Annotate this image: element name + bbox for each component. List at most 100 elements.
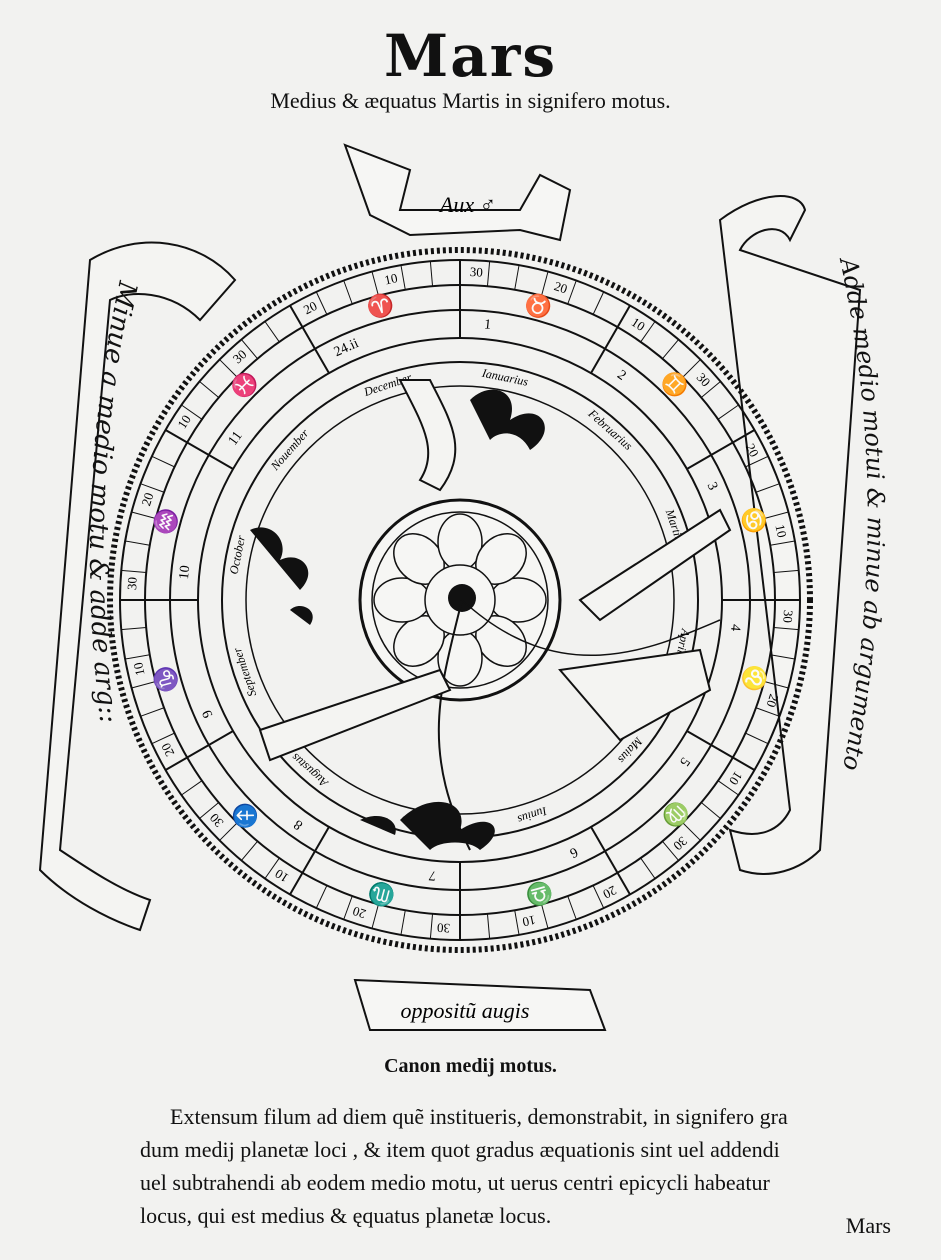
aux-banner-text: Aux ♂	[438, 192, 496, 217]
degree-label: 30	[671, 834, 691, 854]
zodiac-sign-labels: ♉♊♋♌♍♎♏♐♑♒♓♈	[150, 290, 770, 910]
pivot-hole	[448, 584, 476, 612]
zodiac-sign: ♉	[522, 290, 555, 321]
degree-label: 10	[629, 314, 648, 334]
degree-label: 10	[130, 661, 147, 677]
floral-ornaments	[250, 389, 545, 850]
degree-label: 30	[780, 610, 796, 624]
degree-tick	[151, 455, 175, 468]
degree-label: 20	[764, 692, 782, 709]
page-subtitle: Medius & æquatus Martis in signifero mot…	[270, 88, 671, 113]
opposite-apogee-banner: oppositũ augis	[353, 978, 607, 1031]
degree-tick	[486, 913, 491, 939]
degree-tick	[682, 822, 701, 841]
equation-number: 7	[428, 867, 436, 883]
degree-tick	[700, 381, 721, 398]
degree-tick	[140, 483, 165, 493]
degree-tick	[315, 291, 328, 315]
degree-tick	[755, 483, 780, 493]
degree-tick	[371, 271, 379, 296]
degree-label: 20	[138, 491, 156, 508]
degree-tick	[640, 321, 656, 343]
degree-tick	[121, 569, 147, 574]
degree-tick	[264, 321, 280, 343]
equation-number: 10	[177, 565, 193, 580]
degree-label: 20	[301, 298, 319, 317]
sign-divider	[289, 826, 330, 895]
degree-label: 30	[470, 264, 484, 280]
degree-label: 20	[351, 904, 368, 922]
equation-number: 5	[676, 754, 692, 768]
degree-tick	[343, 280, 353, 305]
bottom-banner-text: oppositũ augis	[401, 998, 530, 1023]
degree-tick	[567, 895, 577, 920]
degree-tick	[486, 261, 491, 287]
equation-number: 6	[567, 844, 580, 861]
degree-tick	[745, 455, 769, 468]
outer-degree-labels: 3020103020103020103020103020103020103020…	[124, 264, 796, 936]
degree-label: 20	[743, 441, 762, 459]
degree-tick	[125, 654, 150, 660]
degree-label: 20	[552, 278, 569, 296]
degree-label: 30	[437, 920, 451, 936]
degree-tick	[131, 681, 156, 689]
degree-label: 30	[124, 577, 140, 591]
degree-label: 10	[272, 866, 291, 886]
degree-tick	[662, 339, 679, 360]
degree-scale	[120, 260, 800, 940]
degree-tick	[121, 626, 147, 631]
zodiac-sign: ♏	[365, 879, 398, 910]
page-title: Mars	[384, 22, 557, 90]
degree-tick	[592, 885, 605, 909]
degree-label: 30	[206, 811, 226, 831]
zodiac-sign: ♓	[226, 367, 263, 404]
degree-tick	[131, 511, 156, 519]
degree-tick	[400, 265, 406, 290]
sign-divider	[686, 429, 755, 470]
degree-tick	[773, 626, 799, 631]
catchword: Mars	[845, 1213, 891, 1238]
sign-divider	[686, 730, 755, 771]
degree-tick	[181, 780, 203, 796]
degree-tick	[514, 265, 520, 290]
paragraph-line: dum medij planetæ loci , & item quot gra…	[140, 1137, 780, 1162]
sign-divider	[165, 730, 234, 771]
paragraph-line: Extensum filum ad diem quẽ institueris, …	[170, 1104, 788, 1129]
degree-tick	[662, 840, 679, 861]
pointer-thread[interactable]	[461, 599, 721, 657]
degree-tick	[219, 359, 238, 378]
equation-number: 1	[483, 317, 491, 333]
degree-tick	[241, 840, 258, 861]
degree-tick	[717, 780, 739, 796]
degree-tick	[219, 822, 238, 841]
degree-tick	[717, 404, 739, 420]
degree-tick	[343, 895, 353, 920]
equation-number: 4	[727, 623, 743, 631]
mars-volvelle-diagram[interactable]: Minue a medio motu & adde arg:: Adde med…	[0, 130, 941, 1050]
equation-number: 3	[704, 480, 721, 493]
degree-tick	[199, 381, 220, 398]
degree-tick	[315, 885, 328, 909]
degree-tick	[764, 681, 789, 689]
degree-tick	[429, 261, 434, 287]
sign-divider	[289, 305, 330, 374]
equation-number: 11	[226, 429, 246, 449]
degree-label: 10	[383, 270, 399, 287]
instruction-paragraph: Extensum filum ad diem quẽ institueris, …	[140, 1100, 820, 1232]
degree-tick	[514, 910, 520, 935]
degree-label: 10	[726, 769, 746, 788]
degree-label: 10	[772, 523, 789, 539]
canon-heading: Canon medij motus.	[384, 1055, 557, 1077]
degree-tick	[592, 291, 605, 315]
paragraph-line: locus, qui est medius & ęquatus planetæ …	[140, 1203, 552, 1228]
month-name: Februarius	[585, 406, 636, 453]
sign-divider	[590, 826, 631, 895]
zodiac-sign: ♊	[656, 366, 693, 403]
equation-number: 2	[614, 368, 628, 384]
central-rosette[interactable]	[358, 498, 562, 702]
degree-tick	[181, 404, 203, 420]
degree-tick	[700, 802, 721, 819]
degree-tick	[770, 654, 795, 660]
degree-tick	[764, 511, 789, 519]
degree-label: 20	[601, 883, 619, 902]
